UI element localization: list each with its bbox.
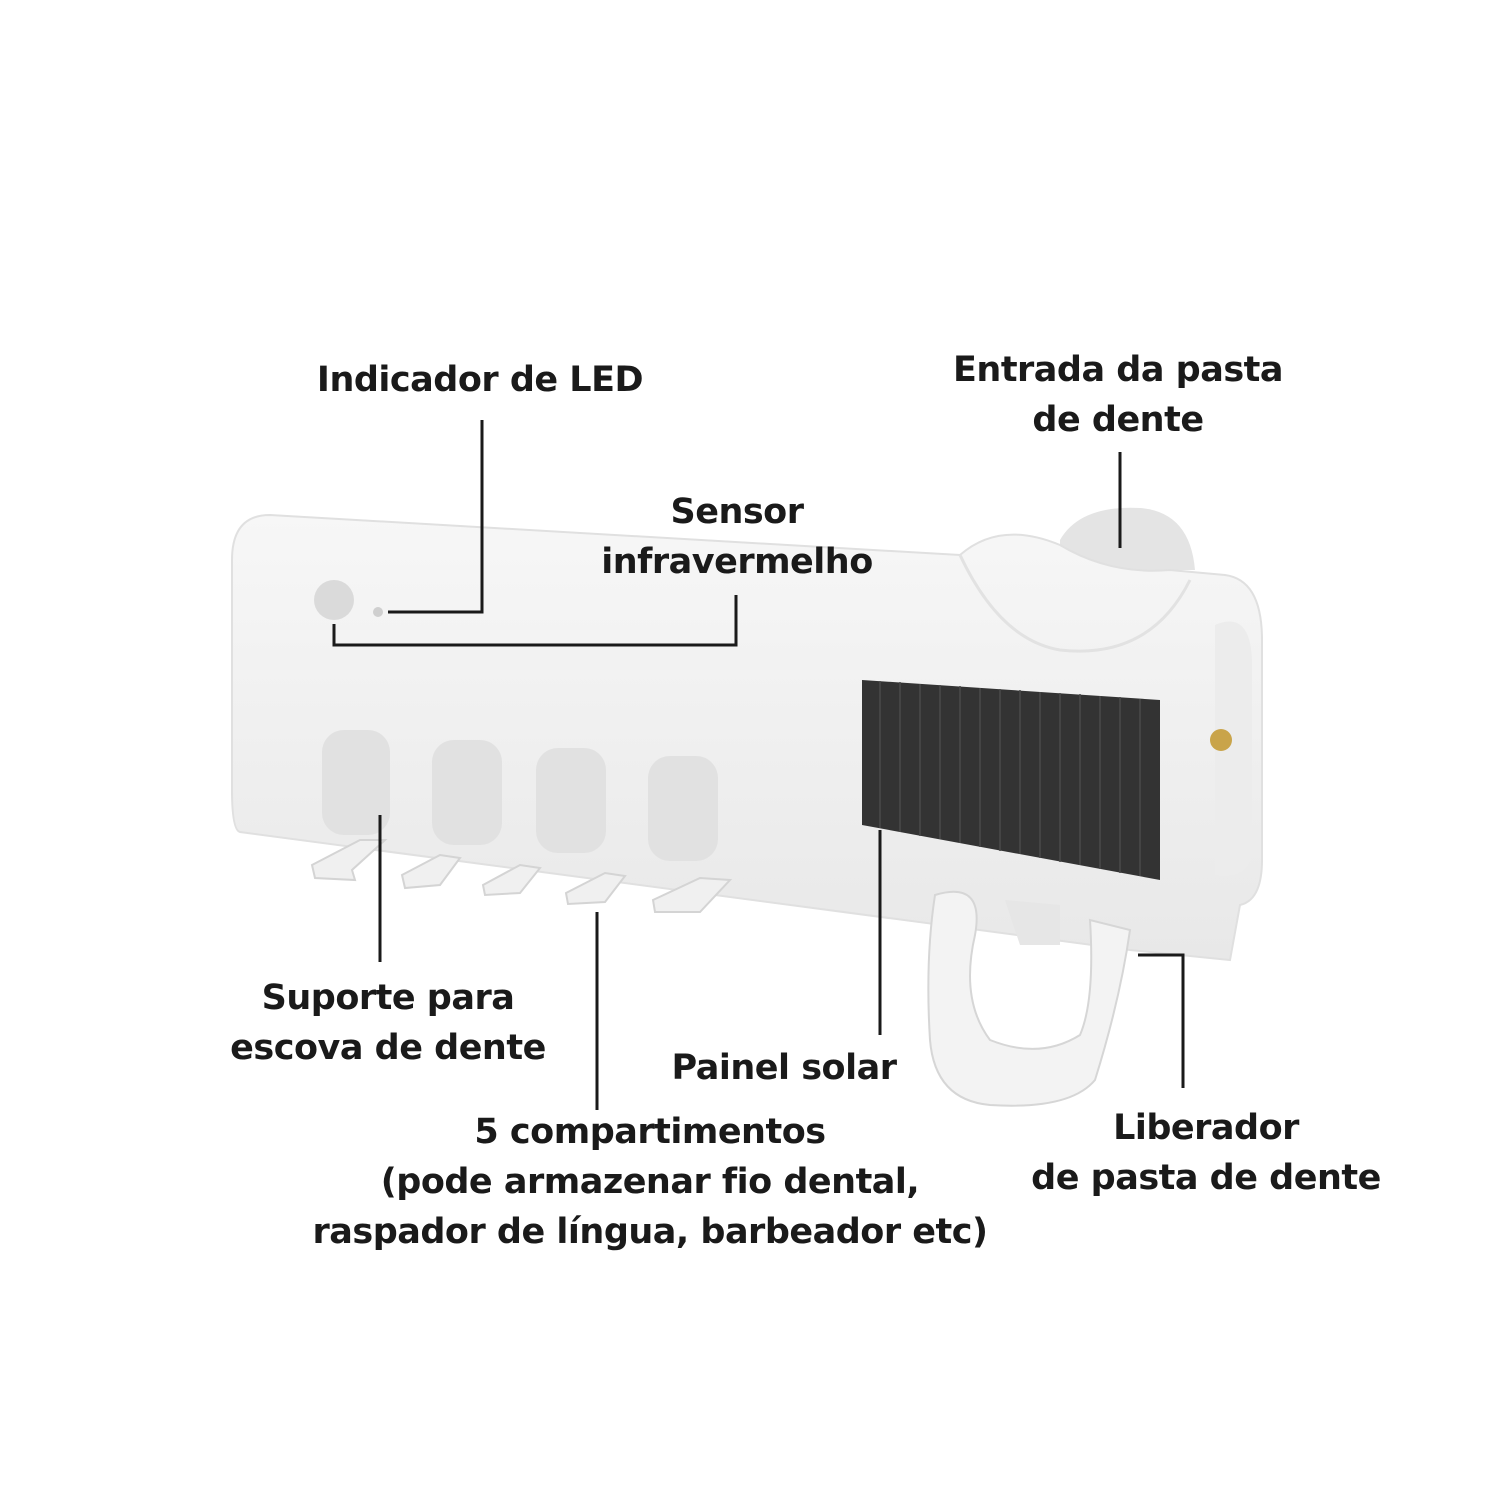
compartments xyxy=(322,730,718,861)
leader-lines xyxy=(332,420,1185,1110)
solar-panel xyxy=(862,680,1160,880)
label-line: Entrada da pasta xyxy=(952,350,1284,390)
label-toothbrush-holder: Suporte para escova de dente xyxy=(230,973,546,1073)
label-toothpaste-inlet: Entrada da pasta de dente xyxy=(952,345,1284,445)
label-infrared-sensor: Sensor infravermelho xyxy=(601,487,873,587)
label-led-indicator: Indicador de LED xyxy=(316,355,644,405)
label-line: infravermelho xyxy=(601,542,873,582)
label-line: Suporte para xyxy=(261,978,515,1018)
label-line: Indicador de LED xyxy=(316,360,644,400)
label-line: raspador de língua, barbeador etc) xyxy=(312,1212,989,1252)
toothbrush-hooks xyxy=(310,839,733,913)
label-line: de dente xyxy=(1032,400,1204,440)
screw-icon xyxy=(1210,729,1232,751)
label-compartments: 5 compartimentos (pode armazenar fio den… xyxy=(312,1107,989,1257)
toothpaste-release-lever xyxy=(927,890,1132,1107)
label-line: Sensor xyxy=(670,492,804,532)
infrared-sensor xyxy=(314,580,354,620)
label-toothpaste-release: Liberador de pasta de dente xyxy=(1031,1103,1381,1203)
label-line: 5 compartimentos xyxy=(474,1112,826,1152)
label-line: Painel solar xyxy=(671,1048,897,1088)
label-line: escova de dente xyxy=(230,1028,546,1068)
label-line: (pode armazenar fio dental, xyxy=(380,1162,920,1202)
label-solar-panel: Painel solar xyxy=(672,1043,897,1093)
label-line: de pasta de dente xyxy=(1031,1158,1381,1198)
toothpaste-inlet xyxy=(1060,507,1195,570)
label-line: Liberador xyxy=(1113,1108,1299,1148)
led-indicator xyxy=(373,607,383,617)
